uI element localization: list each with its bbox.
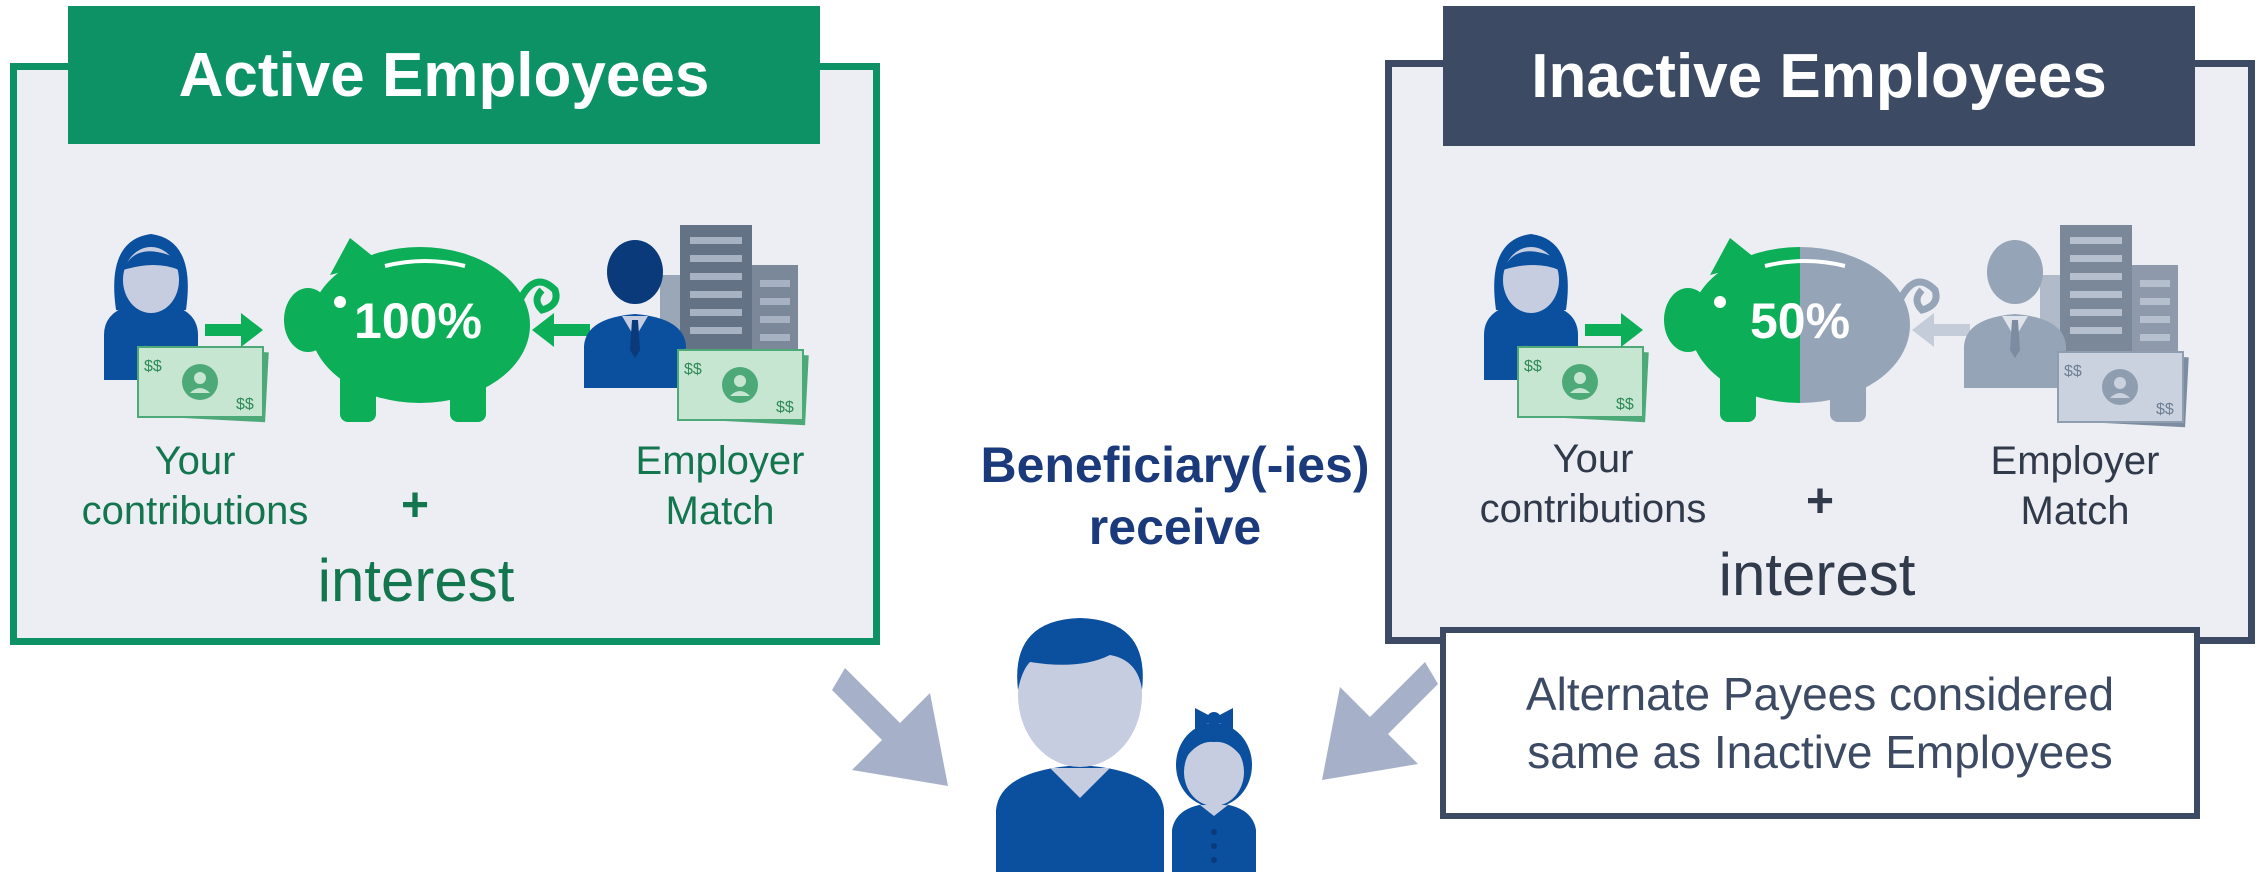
alternate-payees-text: Alternate Payees considered same as Inac… [1525,668,2115,778]
inactive-employees-title: Inactive Employees [1443,6,2195,146]
active-plus-sign: + [400,479,430,532]
piggy-bank-icon [1664,238,1940,422]
businessman-icon [584,240,686,388]
inactive-plus-sign: + [1805,475,1835,528]
arrow-right-icon [1585,313,1643,347]
active-your-contributions-label: Your contributions [81,439,309,533]
cash-icon: $$ $$ [1517,345,1649,423]
svg-text:$$: $$ [2156,401,2174,418]
svg-text:$$: $$ [684,361,702,378]
svg-text:$$: $$ [2064,363,2082,380]
piggy-bank-icon [284,238,560,422]
parent-child-icon [996,618,1256,872]
cash-icon: $$ $$ [137,345,269,423]
inactive-your-contributions-label: Your contributions [1479,437,1707,531]
beneficiary-label: Beneficiary(-ies) receive [980,437,1370,555]
arrow-down-left-icon [1322,662,1438,780]
person-icon [1484,234,1578,380]
arrow-down-right-icon [832,668,948,786]
alternate-payees-note: Alternate Payees considered same as Inac… [1440,627,2200,819]
inactive-percent: 50% [1749,293,1851,349]
active-interest-label: interest [317,547,515,614]
active-employees-title: Active Employees [68,6,820,144]
svg-text:$$: $$ [1616,396,1634,413]
active-percent: 100% [354,293,482,349]
businessman-icon [1964,240,2066,388]
svg-text:$$: $$ [236,396,254,413]
inactive-interest-label: interest [1718,541,1916,608]
arrow-left-icon [1912,313,1970,347]
svg-text:$$: $$ [776,399,794,416]
svg-text:$$: $$ [144,358,162,375]
inactive-employer-match-label: Employer Match [1990,439,2160,533]
svg-text:$$: $$ [1524,358,1542,375]
arrow-right-icon [205,313,263,347]
arrow-left-icon [532,313,590,347]
cash-icon: $$ $$ [2057,350,2189,428]
active-employer-match-label: Employer Match [635,439,805,533]
cash-icon: $$ $$ [677,348,809,426]
